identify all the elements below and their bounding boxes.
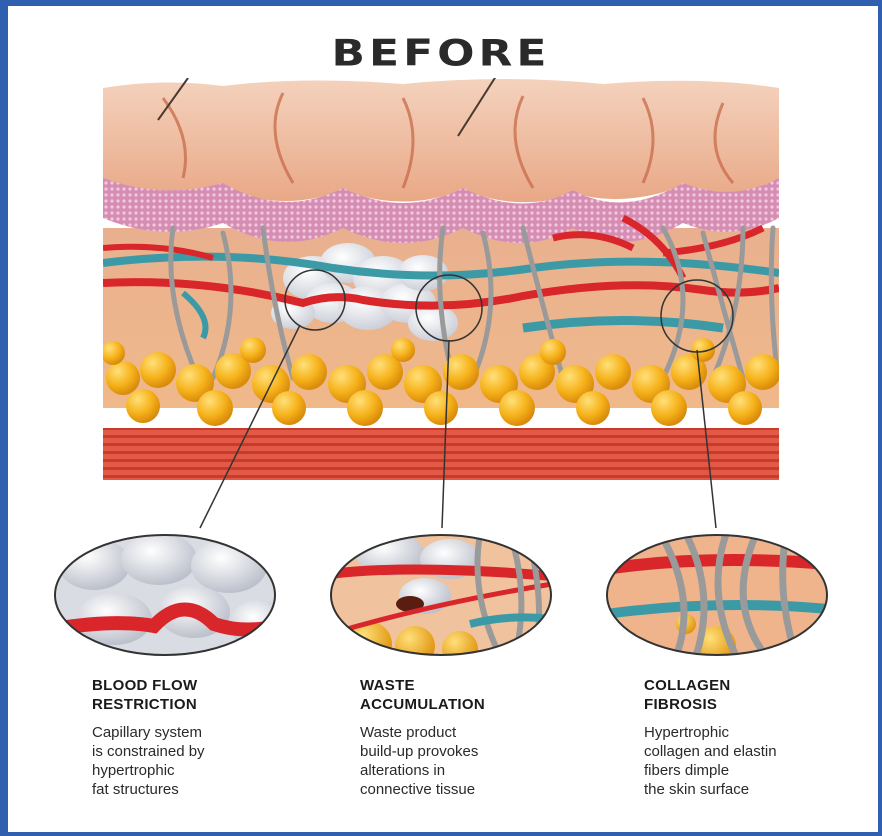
zoom-blood-flow bbox=[54, 534, 276, 656]
callout-description: Hypertrophic collagen and elastin fibers… bbox=[644, 723, 874, 799]
callout-description: Waste product build-up provokes alterati… bbox=[360, 723, 590, 799]
callout-heading: COLLAGEN FIBROSIS bbox=[644, 676, 874, 714]
callout-waste-accumulation: WASTE ACCUMULATION Waste product build-u… bbox=[360, 676, 590, 799]
diagram-title: BEFORE bbox=[0, 33, 882, 75]
callout-description: Capillary system is constrained by hyper… bbox=[92, 723, 322, 799]
zoom-waste-accumulation bbox=[330, 534, 552, 656]
skin-cross-section bbox=[103, 78, 779, 480]
callout-blood-flow: BLOOD FLOW RESTRICTION Capillary system … bbox=[92, 676, 322, 799]
zoom-collagen-fibrosis bbox=[606, 534, 828, 656]
callout-heading: BLOOD FLOW RESTRICTION bbox=[92, 676, 322, 714]
callout-collagen-fibrosis: COLLAGEN FIBROSIS Hypertrophic collagen … bbox=[644, 676, 874, 799]
callout-heading: WASTE ACCUMULATION bbox=[360, 676, 590, 714]
